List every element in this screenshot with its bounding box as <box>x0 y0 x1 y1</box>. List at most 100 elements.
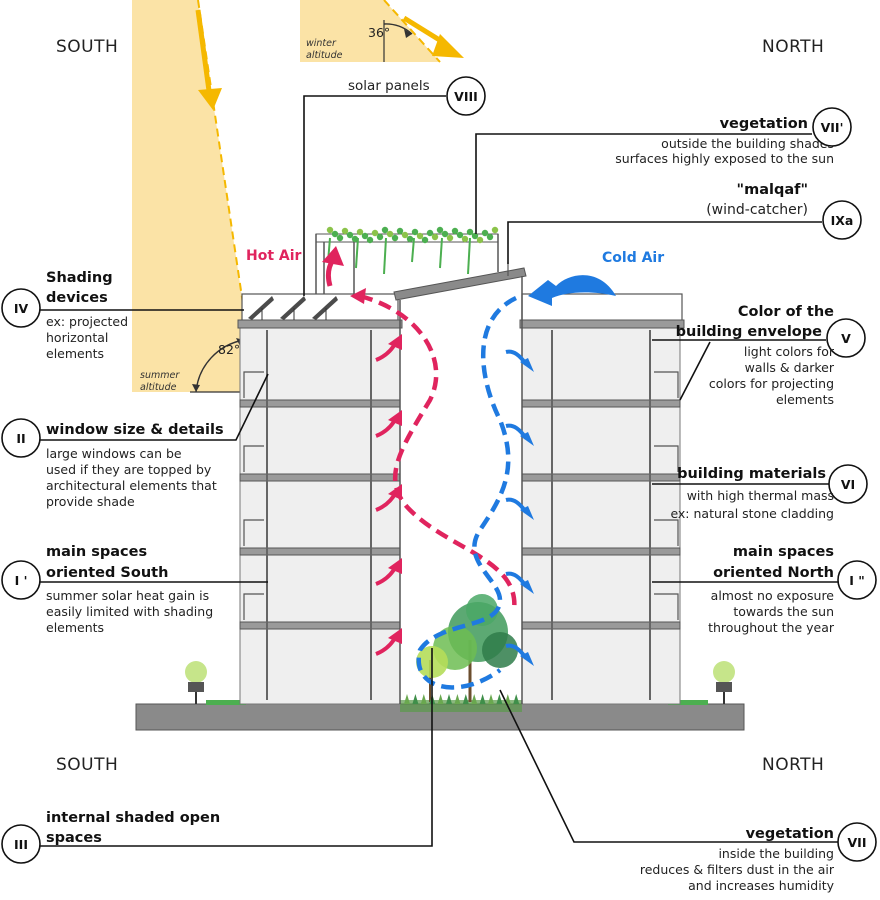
callout-v-line4: elements <box>776 392 834 407</box>
callout-i-double-prime: I " main spaces oriented North almost no… <box>652 544 877 635</box>
callout-i-double-prime-marker <box>837 560 877 600</box>
callout-vii-prime-line1: outside the building shades <box>661 136 834 151</box>
pergola-leaf <box>366 236 374 244</box>
pergola-leaf <box>351 235 359 243</box>
callout-ixa-id: IXa <box>831 213 854 228</box>
callout-iii-marker <box>1 824 41 864</box>
pergola-leaf <box>391 234 399 242</box>
ground-shrub <box>412 694 419 704</box>
callout-v: V Color of the building envelope light c… <box>652 304 866 407</box>
balcony-rail <box>654 371 679 398</box>
callout-vii-line1: inside the building <box>718 846 834 861</box>
pergola-leaf <box>346 231 354 239</box>
south-building <box>237 293 403 705</box>
floor-slab <box>239 399 401 408</box>
pergola-leaf <box>486 233 494 241</box>
callout-viii-marker <box>446 76 486 116</box>
pergola-leaf <box>456 231 464 239</box>
pergola-leaf <box>491 226 499 234</box>
balcony-rail <box>243 445 264 472</box>
winter-sun-beam <box>300 0 440 62</box>
callout-i-double-prime-line2: towards the sun <box>733 604 834 619</box>
cold-air-arrow-head-icon <box>520 580 534 594</box>
callout-vii-line3: and increases humidity <box>688 878 834 893</box>
ground-shrub <box>513 694 520 704</box>
floor-slab <box>239 621 401 630</box>
callout-v-heading1: Color of the <box>738 304 834 320</box>
pergola-leaf <box>371 229 379 237</box>
exterior-tree-south <box>185 661 207 704</box>
callout-ii-line1: large windows can be <box>46 446 182 461</box>
hanging-vine <box>467 237 471 275</box>
callout-ii: II window size & details large windows c… <box>1 373 269 509</box>
callout-ixa-line1: (wind-catcher) <box>706 202 808 218</box>
pergola-leaf <box>396 227 404 235</box>
solar-panels <box>248 296 338 320</box>
direction-south-top: SOUTH <box>56 37 118 57</box>
hanging-vine <box>439 237 443 269</box>
callout-v-id: V <box>841 331 851 346</box>
pergola-leaf <box>381 226 389 234</box>
callout-vi-line2: ex: natural stone cladding <box>670 506 834 521</box>
ground-shrub <box>446 694 452 704</box>
ground-shrub <box>471 694 478 704</box>
pergola-leaf <box>386 230 394 238</box>
ground-shrub <box>488 694 494 704</box>
callout-vii-prime-heading: vegetation <box>720 116 808 132</box>
callout-viii-text: solar panels <box>348 78 430 94</box>
callout-vi: VI building materials with high thermal … <box>652 464 868 521</box>
pergola-leaf <box>401 231 409 239</box>
hot-air-flow <box>322 246 517 656</box>
callout-ixa-heading: "malqaf" <box>737 182 808 198</box>
callout-ixa-marker <box>822 200 862 240</box>
hanging-vine <box>383 237 387 275</box>
winter-sun-arrow-icon <box>432 34 464 58</box>
callout-vii-prime: vegetation outside the building shades s… <box>475 107 852 234</box>
pergola-leaf <box>431 233 439 241</box>
pergola-leaf <box>411 228 419 236</box>
callout-iv-line2: horizontal <box>46 330 108 345</box>
callout-iv-id: IV <box>14 301 29 316</box>
callout-v-line2: walls & darker <box>745 360 835 375</box>
pergola-leaf <box>436 226 444 234</box>
ground-shrub <box>462 694 469 704</box>
cold-air-arrow-head-icon <box>520 506 534 520</box>
callout-i-double-prime-heading2: oriented North <box>713 565 834 581</box>
callout-vii-line2: reduces & filters dust in the air <box>640 862 835 877</box>
cold-air-label: Cold Air <box>602 250 664 266</box>
callout-iv-line1: ex: projected <box>46 314 128 329</box>
floor-slab <box>521 473 681 482</box>
direction-south-bottom: SOUTH <box>56 755 118 775</box>
cold-air-arrow-head-icon <box>520 432 534 446</box>
callout-vii-prime-line2: surfaces highly exposed to the sun <box>615 151 834 166</box>
summer-label-line1: summer <box>140 370 180 381</box>
callout-ii-line2: used if they are topped by <box>46 462 212 477</box>
north-building <box>519 293 685 705</box>
malqaf-wind-catcher <box>393 262 527 301</box>
callout-ixa: "malqaf" (wind-catcher) IXa <box>507 182 862 264</box>
callout-v-heading2: building envelope <box>676 324 822 340</box>
callout-v-line3: colors for projecting <box>709 376 834 391</box>
winter-label-line1: winter <box>306 38 337 49</box>
callout-iv-marker <box>1 288 41 328</box>
callout-iv-line3: elements <box>46 346 104 361</box>
hanging-vine <box>411 237 415 263</box>
callout-iv-heading1: Shading <box>46 270 113 286</box>
ground-shrub <box>404 694 410 704</box>
callout-v-line1: light colors for <box>744 344 835 359</box>
ground-shrub <box>420 694 427 704</box>
callout-i-prime-marker <box>1 560 41 600</box>
pergola-leaf <box>471 232 479 240</box>
pergola-leaf <box>466 228 474 236</box>
cold-air-flow <box>416 275 616 690</box>
exterior-tree-north <box>713 661 735 704</box>
pergola-leaf <box>356 228 364 236</box>
winter-sun-zone <box>300 0 464 63</box>
callout-ii-heading: window size & details <box>46 422 224 438</box>
callout-vii-id: VII <box>848 835 867 850</box>
callout-ii-marker <box>1 418 41 458</box>
balcony-rail <box>243 593 264 620</box>
callout-iii-heading1: internal shaded open <box>46 810 220 826</box>
